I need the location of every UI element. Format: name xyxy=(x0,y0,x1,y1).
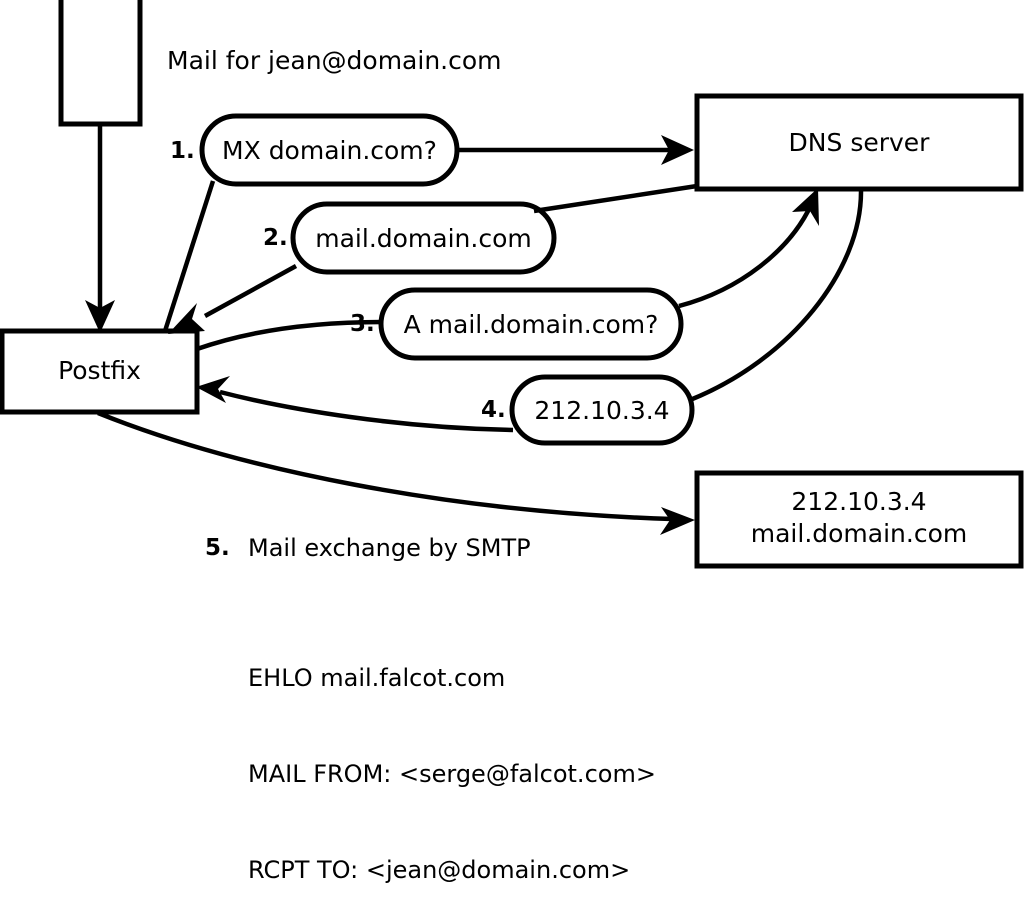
smtp-line: MAIL FROM: <serge@falcot.com> xyxy=(248,760,656,788)
edge-step2-to-postfix xyxy=(203,264,298,318)
edge-step4-to-postfix-arrowhead xyxy=(196,376,230,403)
smtp-line: RCPT TO: <jean@domain.com> xyxy=(248,856,631,884)
client-box xyxy=(58,0,143,127)
edge-dns-to-step4 xyxy=(689,189,864,403)
step-5-label: Mail exchange by SMTP xyxy=(248,534,531,562)
postfix-box xyxy=(0,328,200,415)
step-4-number: 4. xyxy=(481,397,506,423)
edge-step4-to-postfix xyxy=(219,389,514,433)
edge-postfix-to-step1 xyxy=(162,180,216,332)
edge-step3-to-dns-arrowhead xyxy=(792,188,819,226)
edge-postfix-to-step3 xyxy=(196,319,384,352)
step-2-number: 2. xyxy=(263,225,288,251)
postfix-label: Postfix xyxy=(58,356,141,385)
step-1-number: 1. xyxy=(170,138,195,164)
step-4-bubble xyxy=(509,374,695,446)
dns-server-box xyxy=(694,93,1024,192)
edge-step3-to-dns xyxy=(678,204,814,309)
step-3-number: 3. xyxy=(350,311,375,337)
edge-step1-to-dns-arrowhead xyxy=(661,135,694,165)
edge-postfix-to-target xyxy=(97,410,673,522)
target-server-ip: 212.10.3.4 xyxy=(791,487,927,516)
edge-postfix-to-target-arrowhead xyxy=(660,507,695,535)
step-5-number: 5. xyxy=(205,535,230,561)
edge-step2-to-postfix-arrowhead xyxy=(168,303,205,334)
step-2-bubble xyxy=(290,201,557,275)
step-1-label: MX domain.com? xyxy=(222,136,437,165)
dns-server-label: DNS server xyxy=(788,128,930,157)
step-4-label: 212.10.3.4 xyxy=(534,396,670,425)
step-3-label: A mail.domain.com? xyxy=(403,310,659,339)
edge-client-to-postfix-arrowhead xyxy=(85,300,115,333)
step-2-label: mail.domain.com xyxy=(315,224,532,253)
smtp-line: EHLO mail.falcot.com xyxy=(248,664,506,692)
page-title: Mail for jean@domain.com xyxy=(167,46,502,75)
target-server-hostname: mail.domain.com xyxy=(750,519,968,548)
target-server-box xyxy=(694,470,1024,569)
edge-dns-to-step2 xyxy=(533,183,698,214)
smtp-transcript: EHLO mail.falcot.com MAIL FROM: <serge@f… xyxy=(248,598,656,919)
